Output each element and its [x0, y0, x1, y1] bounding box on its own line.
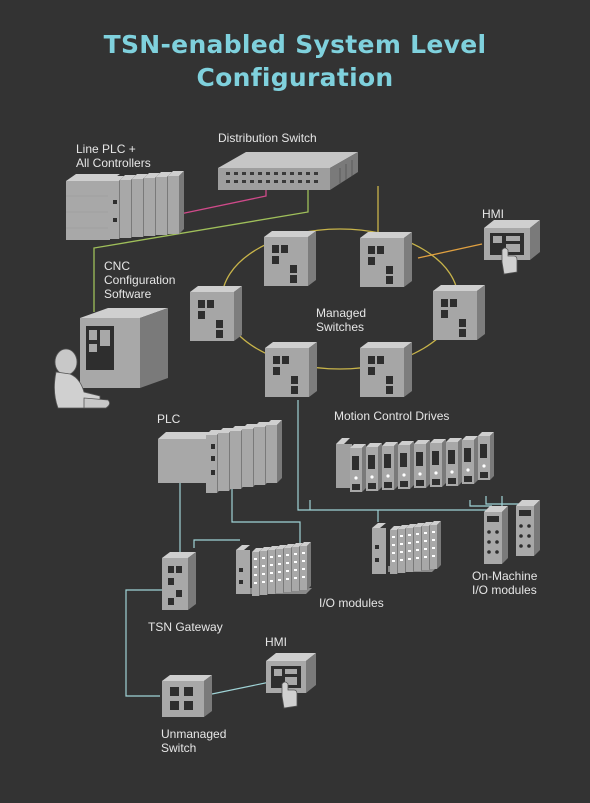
label-cnc-software: CNC Configuration Software: [104, 259, 176, 301]
on-machine-io-2: [516, 500, 540, 556]
drive-3: [382, 442, 398, 490]
drive-4: [398, 441, 414, 489]
on-machine-io: [484, 500, 540, 564]
managed-switch-1: [264, 231, 316, 286]
label-motion-control-drives: Motion Control Drives: [334, 409, 450, 423]
link-distswitch-cnc: [93, 190, 309, 312]
title-line-1: TSN-enabled System Level: [103, 30, 487, 59]
drive-8: [462, 436, 478, 484]
managed-switch-ring: [221, 228, 459, 370]
cnc-workstation: [54, 308, 168, 409]
label-io-modules: I/O modules: [319, 596, 384, 610]
drive-9: [478, 432, 494, 480]
drive-7: [446, 438, 462, 486]
link-plc-io-left: [231, 482, 301, 549]
managed-switch-4: [433, 285, 485, 340]
link-gateway-io: [193, 539, 240, 548]
link-ring-fieldbus: [297, 400, 503, 511]
unmanaged-switch: [162, 675, 212, 717]
link-ring-hmi-top: [417, 243, 483, 259]
label-hmi-bottom: HMI: [265, 635, 287, 649]
label-unmanaged-switch: Unmanaged Switch: [161, 727, 227, 755]
title-line-2: Configuration: [196, 63, 394, 92]
line-plc: [66, 171, 184, 240]
link-lineplc-distswitch: [179, 190, 267, 215]
managed-switch-2: [360, 232, 412, 287]
label-hmi-top: HMI: [482, 207, 504, 221]
label-on-machine-io: On-Machine I/O modules: [472, 569, 538, 597]
on-machine-io-1: [484, 506, 508, 564]
managed-switch-6: [360, 342, 412, 397]
io-modules-left: [236, 542, 312, 596]
label-tsn-gateway: TSN Gateway: [148, 620, 223, 634]
label-line-plc: Line PLC + All Controllers: [76, 142, 151, 170]
hmi-bottom: [266, 653, 316, 709]
link-unmanaged-hmi: [211, 681, 271, 695]
label-distribution-switch: Distribution Switch: [218, 131, 317, 145]
label-plc: PLC: [157, 412, 181, 426]
io-modules-right: [372, 521, 441, 574]
distribution-switch: [218, 152, 358, 190]
drive-5: [414, 440, 430, 488]
drive-6: [430, 439, 446, 487]
link-drive-onmachine-2: [469, 500, 492, 507]
managed-switch-5: [265, 342, 317, 397]
link-gateway-unmanaged: [125, 589, 162, 697]
managed-switch-3: [190, 286, 242, 341]
motion-control-drives: [336, 432, 494, 492]
hmi-top: [484, 220, 540, 275]
drive-2: [366, 443, 382, 491]
drive-1: [350, 444, 366, 492]
label-managed-switches: Managed Switches: [316, 306, 367, 334]
tsn-gateway: [162, 552, 196, 610]
plc: [158, 420, 282, 493]
